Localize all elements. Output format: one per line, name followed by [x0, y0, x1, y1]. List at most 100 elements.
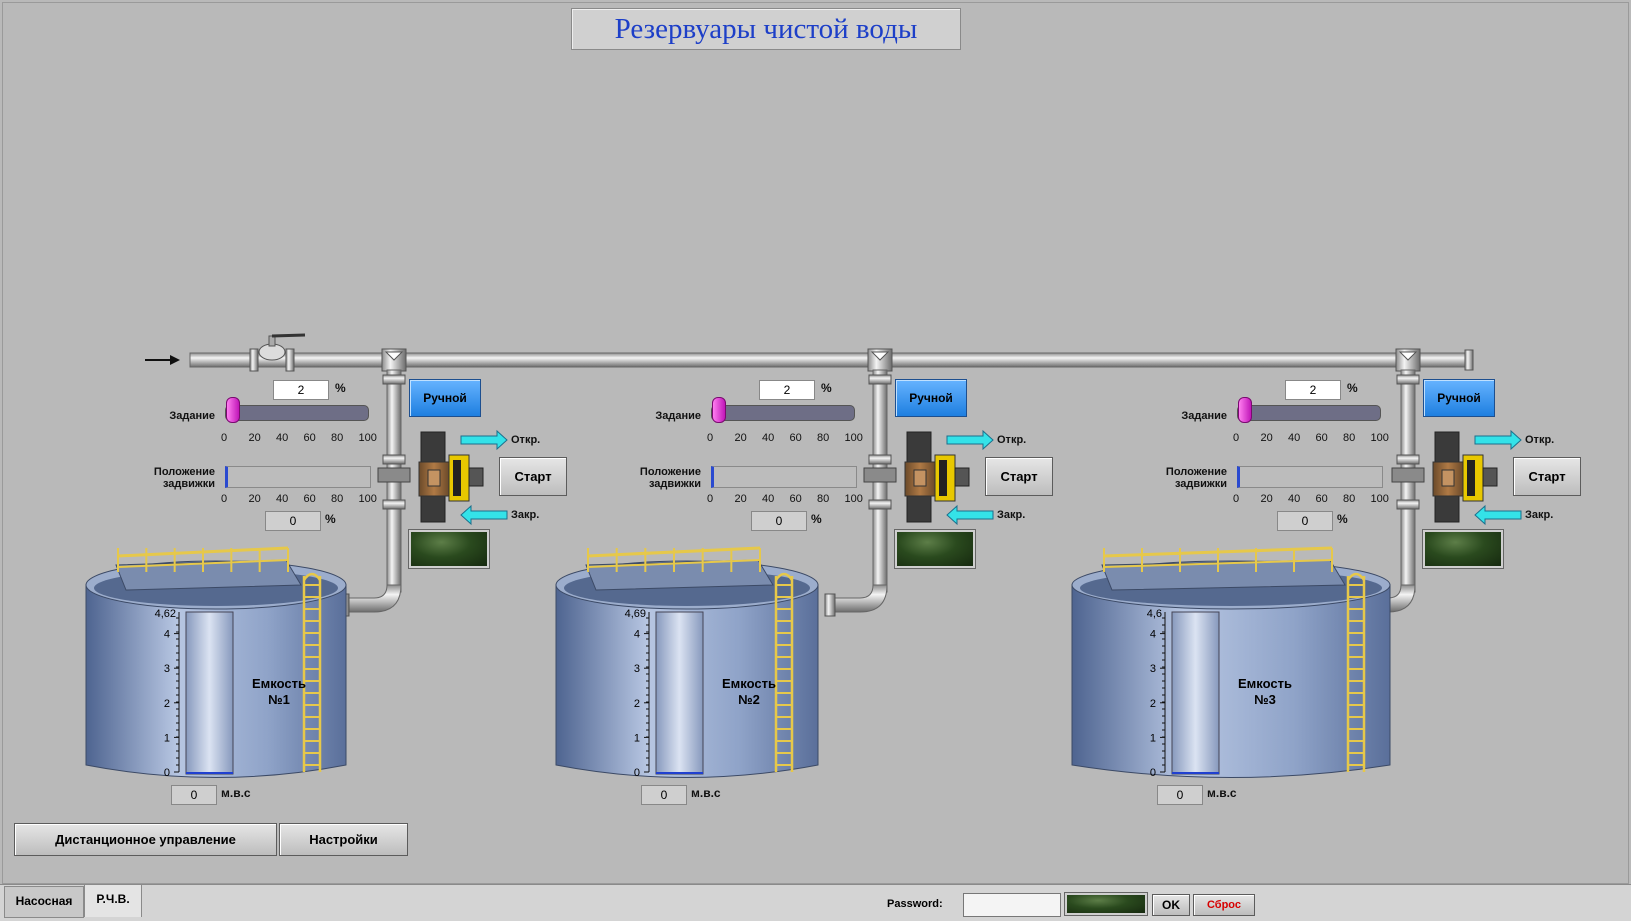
ok-button[interactable]: OK: [1152, 894, 1190, 916]
main-panel: [2, 2, 1629, 884]
setpoint-unit: %: [821, 381, 832, 395]
level-tick-label: 2: [1150, 698, 1156, 710]
position-label-line1: Положение: [153, 466, 215, 478]
valve-position-unit: %: [811, 512, 822, 526]
scale-tick-label: 100: [358, 493, 377, 505]
remote-control-button[interactable]: Дистанционное управление: [14, 823, 277, 856]
level-unit: м.в.с: [691, 786, 721, 800]
valve-position-value: 0: [751, 511, 807, 531]
setpoint-input[interactable]: 2: [273, 380, 329, 400]
level-tick-label: 2: [634, 698, 640, 710]
manual-mode-button[interactable]: Ручной: [409, 379, 481, 417]
scale-tick-label: 0: [707, 493, 714, 505]
setpoint-label: Задание: [169, 410, 215, 422]
scale-tick-label: 60: [303, 432, 316, 444]
level-tick-label: 3: [1150, 663, 1156, 675]
scale-tick-label: 60: [1315, 493, 1328, 505]
level-tick-label: 3: [634, 663, 640, 675]
tank-name: Емкость: [722, 676, 776, 691]
start-button[interactable]: Старт: [499, 457, 567, 496]
motor-valve-icon: [1391, 431, 1498, 523]
page-title: Резервуары чистой воды: [571, 8, 961, 50]
tank-number: №2: [738, 692, 760, 707]
position-label-line2: задвижки: [1174, 478, 1227, 490]
level-scale-max: 4,69: [625, 608, 646, 620]
level-tick-label: 2: [164, 698, 170, 710]
scale-tick-label: 40: [762, 432, 775, 444]
motor-valve-icon: [377, 431, 484, 523]
scale-tick-label: 60: [1315, 432, 1328, 444]
status-lamp: [409, 530, 489, 568]
setpoint-slider[interactable]: [1237, 405, 1381, 421]
setpoint-slider[interactable]: [225, 405, 369, 421]
tab-rchv[interactable]: Р.Ч.В.: [84, 884, 142, 917]
valve-position-bar: [225, 466, 371, 488]
scale-tick-label: 100: [1370, 432, 1389, 444]
level-tick-label: 1: [164, 732, 170, 744]
settings-button[interactable]: Настройки: [279, 823, 408, 856]
tank-number: №3: [1254, 692, 1276, 707]
setpoint-unit: %: [1347, 381, 1358, 395]
close-arrow-icon: [460, 504, 508, 526]
password-label: Password:: [887, 898, 943, 910]
valve-position-unit: %: [325, 512, 336, 526]
scale-tick-label: 100: [844, 493, 863, 505]
open-label: Откр.: [511, 434, 541, 446]
level-tick-label: 0: [634, 767, 640, 779]
password-field[interactable]: [963, 893, 1061, 917]
level-tick-label: 1: [1150, 732, 1156, 744]
level-scale-max: 4,62: [155, 608, 176, 620]
setpoint-slider-thumb[interactable]: [1237, 397, 1252, 423]
level-tick-label: 4: [634, 629, 640, 641]
setpoint-slider[interactable]: [711, 405, 855, 421]
open-label: Откр.: [997, 434, 1027, 446]
scale-tick-label: 60: [789, 432, 802, 444]
header-pipe: [189, 352, 1466, 368]
level-tick-label: 0: [1150, 767, 1156, 779]
scale-tick-label: 100: [1370, 493, 1389, 505]
manual-mode-button[interactable]: Ручной: [1423, 379, 1495, 417]
valve-position-unit: %: [1337, 512, 1348, 526]
position-label-line2: задвижки: [648, 478, 701, 490]
setpoint-label: Задание: [655, 410, 701, 422]
close-label: Закр.: [997, 509, 1026, 521]
reset-button[interactable]: Сброс: [1193, 894, 1255, 916]
scale-tick-label: 80: [817, 493, 830, 505]
scale-tick-label: 0: [1233, 493, 1240, 505]
scale-tick-label: 40: [762, 493, 775, 505]
scale-tick-label: 80: [331, 432, 344, 444]
status-lamp: [1423, 530, 1503, 568]
scale-tick-label: 0: [221, 493, 228, 505]
scale-tick-label: 60: [303, 493, 316, 505]
open-label: Откр.: [1525, 434, 1555, 446]
start-button[interactable]: Старт: [985, 457, 1053, 496]
setpoint-input[interactable]: 2: [1285, 380, 1341, 400]
setpoint-input[interactable]: 2: [759, 380, 815, 400]
scale-tick-label: 40: [1288, 493, 1301, 505]
tab-pump-station[interactable]: Насосная: [4, 886, 84, 918]
level-tick-label: 0: [164, 767, 170, 779]
scale-tick-label: 100: [844, 432, 863, 444]
inlet-ball-valve-icon: [249, 333, 306, 372]
setpoint-slider-thumb[interactable]: [711, 397, 726, 423]
scale-tick-label: 0: [221, 432, 228, 444]
scale-tick-label: 80: [817, 432, 830, 444]
manual-mode-button[interactable]: Ручной: [895, 379, 967, 417]
close-label: Закр.: [1525, 509, 1554, 521]
scale-tick-label: 20: [1260, 432, 1273, 444]
level-value: 0: [171, 785, 217, 805]
status-lamp: [895, 530, 975, 568]
position-label-line1: Положение: [639, 466, 701, 478]
motor-valve-icon: [863, 431, 970, 523]
start-button[interactable]: Старт: [1513, 457, 1581, 496]
close-arrow-icon: [1474, 504, 1522, 526]
level-tick-label: 3: [164, 663, 170, 675]
scale-tick-label: 40: [276, 493, 289, 505]
setpoint-slider-thumb[interactable]: [225, 397, 240, 423]
